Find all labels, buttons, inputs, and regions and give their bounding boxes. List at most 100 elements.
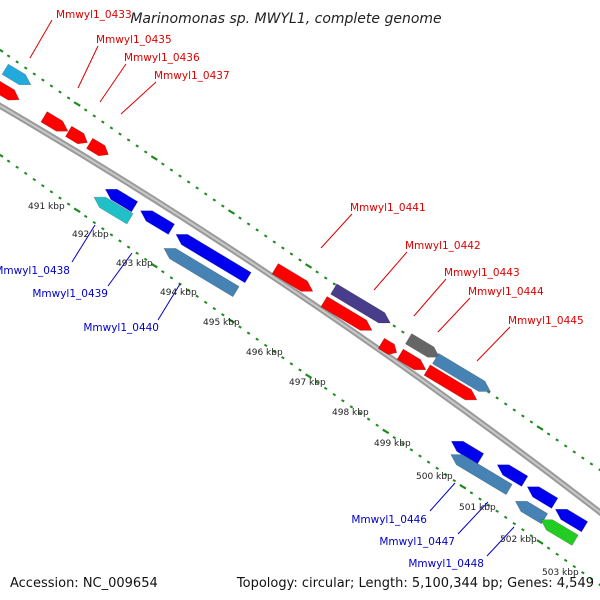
gene-arrow [377,337,398,355]
outer-tick [305,263,313,269]
inner-tick [246,331,251,335]
inner-tick [23,171,28,176]
outer-tick [178,174,182,178]
inner-tick [272,349,277,354]
inner-tick [15,165,19,169]
leader-line [486,526,515,557]
leader-line [77,45,99,89]
tick-label: 500 kbp [416,472,453,482]
label-leader-lines [29,19,515,557]
gene-label: Mmwyl1_0448 [408,558,484,570]
outer-tick [323,276,328,280]
inner-tick [563,558,568,563]
outer-tick [23,66,28,70]
inner-tick [221,313,225,317]
inner-tick [186,288,191,292]
outer-tick [161,162,165,166]
backbone-line [0,102,600,517]
accession-label: Accession: NC_009654 [10,576,158,591]
gene-arrow [396,348,427,371]
inner-tick [486,503,491,507]
outer-tick [118,132,122,136]
outer-tick [546,432,551,436]
inner-tick [375,423,379,427]
outer-tick [186,180,191,184]
inner-tick [349,405,354,409]
leader-line [71,224,96,263]
gene-arrow [93,196,134,225]
outer-tick [150,155,158,161]
gene-arrow [514,500,549,525]
gene-label: Mmwyl1_0447 [379,536,455,548]
inner-tick [555,552,559,556]
gene-arrow [432,352,491,392]
inner-tick [503,515,508,520]
gene-arrow [330,283,391,324]
gene-label: Mmwyl1_0433 [56,9,132,21]
leader-line [476,326,511,362]
gene-arrow [86,137,109,157]
outer-tick [598,468,600,472]
leader-line [437,297,471,333]
inner-tick [452,478,457,483]
gene-label: Mmwyl1_0439 [32,288,108,300]
outer-tick [92,114,97,118]
inner-tick [109,233,114,237]
outer-tick [263,234,268,238]
leader-line [157,283,181,321]
gene-arrow [496,464,529,487]
gene-label: Mmwyl1_0437 [154,70,230,82]
outer-tick [503,402,508,406]
leader-line [29,19,53,59]
inner-tick [392,435,397,440]
outer-tick [581,456,585,460]
inner-tick [49,190,54,194]
tick-label: 503 kbp [542,568,579,578]
inner-tick [495,509,499,513]
gene-arrow [554,508,589,533]
gene-label: Mmwyl1_0438 [0,265,70,277]
gene-label: Mmwyl1_0436 [124,52,200,64]
tick-label: 496 kbp [246,348,283,358]
inner-tick [426,460,431,464]
inner-tick [409,448,414,452]
inner-tick [150,262,158,269]
inner-tick [135,251,139,255]
outer-tick [289,252,294,256]
outer-tick [512,408,517,412]
gene-label: Mmwyl1_0443 [444,267,520,279]
gene-label: Mmwyl1_0445 [508,315,584,327]
inner-tick [255,337,259,341]
inner-tick [195,294,199,298]
inner-tick [418,454,422,458]
outer-tick [58,90,62,94]
gene-arrow [65,125,88,145]
outer-tick [143,150,148,154]
inner-tick [435,466,439,470]
outer-tick [589,462,594,466]
outer-tick [255,228,259,232]
outer-tick [298,258,302,262]
inner-tick [32,177,37,182]
gene-arrow [104,188,139,213]
genome-summary: Topology: circular; Length: 5,100,344 bp… [236,576,594,591]
tick-label: 498 kbp [332,408,369,418]
outer-tick [563,444,568,448]
outer-tick [135,144,139,148]
inner-tick [238,325,242,329]
outer-tick [572,450,577,454]
outer-tick [195,186,199,190]
outer-tick [169,168,174,172]
tick-label: 501 kbp [459,503,496,513]
gene-arrow [405,333,440,358]
gene-arrow [163,248,240,298]
inner-tick [598,583,600,587]
inner-tick [0,153,4,158]
inner-tick [161,270,165,274]
inner-tick [366,417,371,421]
outer-tick [555,438,559,442]
outer-tick [238,216,242,220]
inner-tick [581,571,585,575]
leader-line [120,81,157,115]
inner-tick [589,577,594,581]
